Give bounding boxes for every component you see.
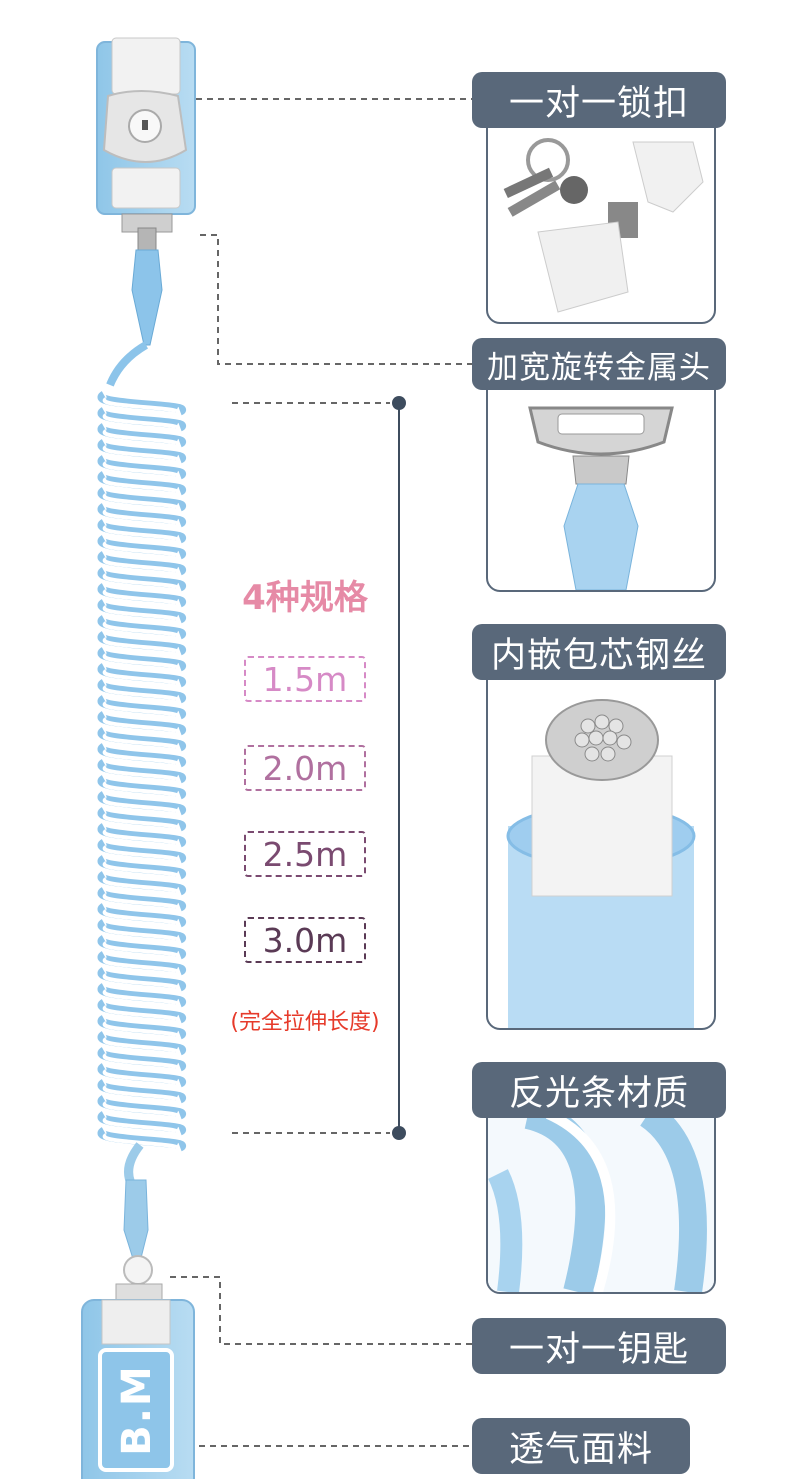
feature-lock-panel xyxy=(486,100,716,324)
brand-logo: B.M xyxy=(104,1352,170,1468)
spec-note: (完全拉伸长度) xyxy=(230,1010,380,1035)
steel-wire-image xyxy=(506,699,696,1028)
reflective-cable-image xyxy=(488,1094,714,1292)
feature-fabric-label: 透气面料 xyxy=(472,1418,690,1474)
leash-illustration xyxy=(81,37,196,1479)
lock-key-image xyxy=(503,138,704,313)
spec-1-5m: 1.5m xyxy=(244,656,366,702)
feature-lock-label: 一对一锁扣 xyxy=(472,72,726,128)
spec-2-0m: 2.0m xyxy=(244,745,366,791)
feature-metal-head-panel xyxy=(486,364,716,592)
feature-steel-wire-panel xyxy=(486,654,716,1030)
feature-steel-wire-label: 内嵌包芯钢丝 xyxy=(472,624,726,680)
spec-3-0m: 3.0m xyxy=(244,917,366,963)
spec-2-5m: 2.5m xyxy=(244,831,366,877)
brand-logo-text: B.M xyxy=(114,1364,160,1456)
feature-key-label: 一对一钥匙 xyxy=(472,1318,726,1374)
metal-head-image xyxy=(528,406,674,590)
feature-reflective-label: 反光条材质 xyxy=(472,1062,726,1118)
feature-metal-head-label: 加宽旋转金属头 xyxy=(472,338,726,390)
specs-title: 4种规格 xyxy=(242,578,368,618)
feature-reflective-panel xyxy=(486,1092,716,1294)
